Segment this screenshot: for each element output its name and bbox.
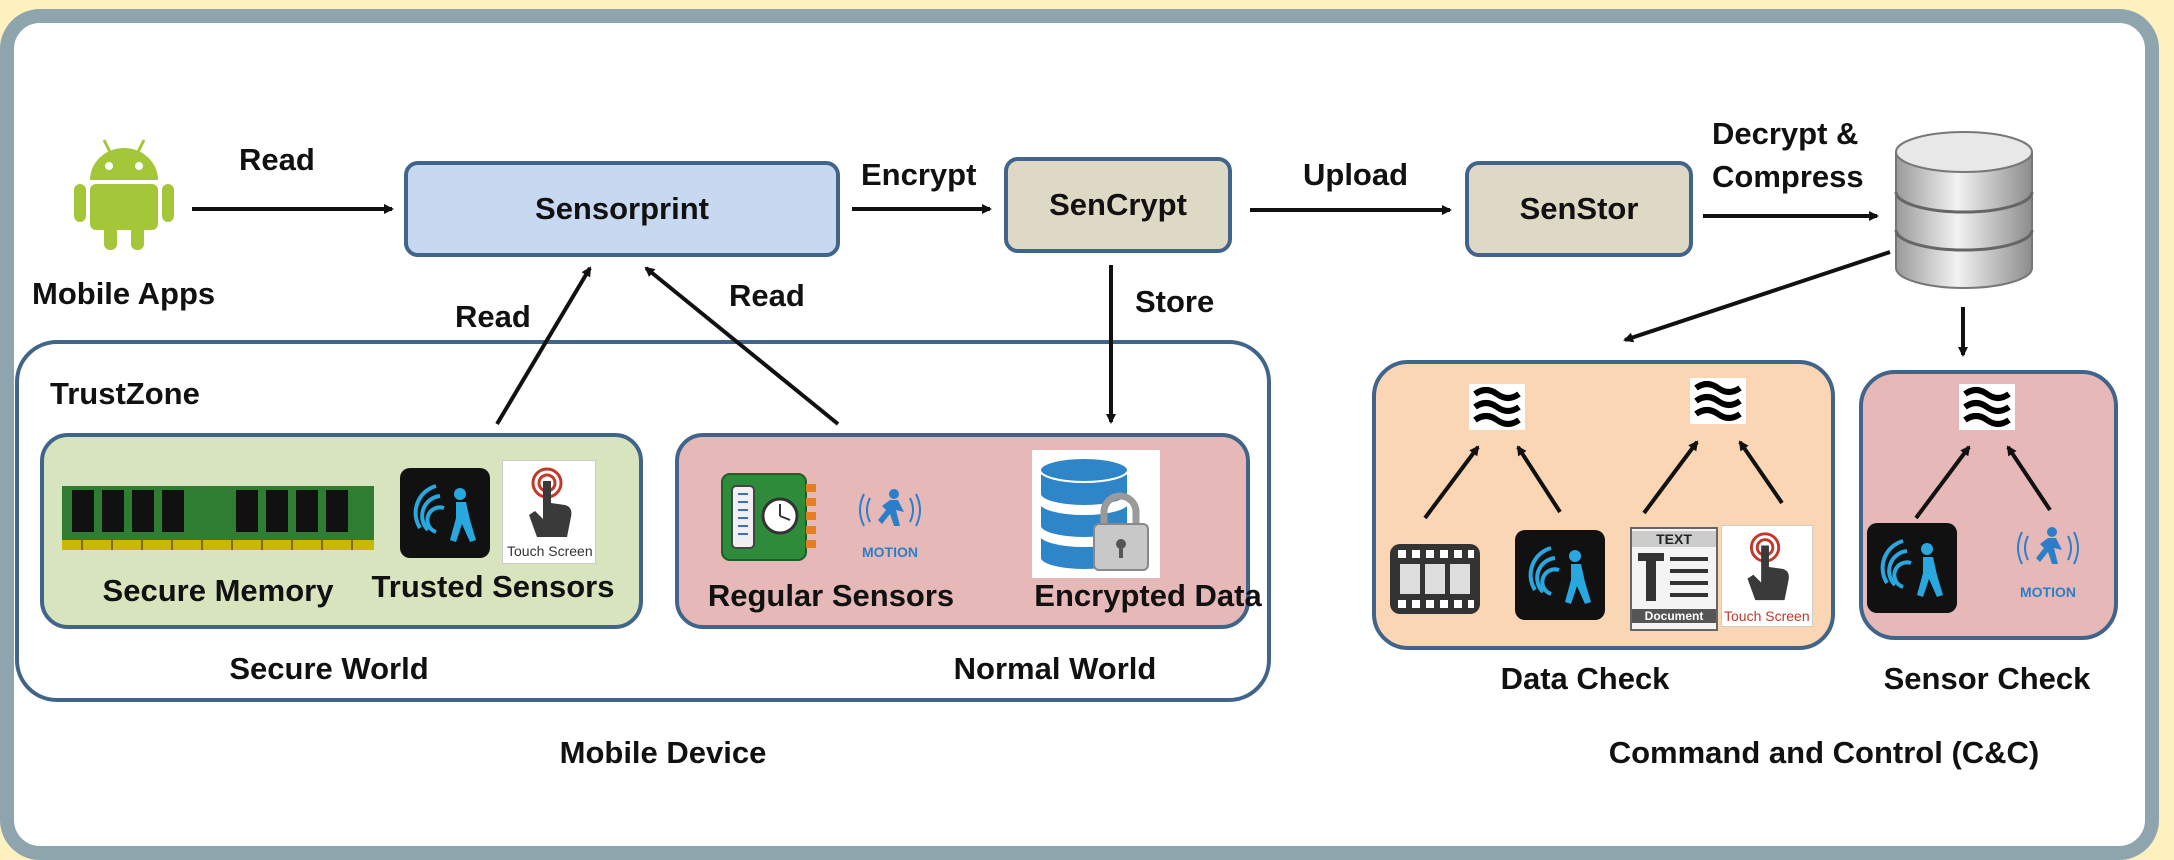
edge-label-read-normal: Read	[729, 278, 805, 313]
trusted-sensor-icon	[1515, 530, 1605, 620]
trusted-sensor-icon	[1867, 523, 1957, 613]
trusted-sensor-icon	[400, 468, 490, 558]
data-check-label: Data Check	[1500, 661, 1670, 696]
sensor-board-icon	[721, 473, 816, 561]
cnc-label: Command and Control (C&C)	[1608, 735, 2040, 770]
motion-icon: MOTION	[2008, 518, 2088, 604]
trustzone-label: TrustZone	[50, 376, 200, 411]
touch-screen-caption: Touch Screen	[507, 543, 593, 559]
trusted-sensors-label: Trusted Sensors	[371, 569, 615, 604]
arrow-sensor-to-wave	[1914, 445, 1971, 520]
sensor-check-label: Sensor Check	[1883, 661, 2091, 696]
arrow-motion-to-wave	[2006, 445, 2052, 512]
edge-label-encrypt: Encrypt	[861, 157, 977, 192]
mobile-apps-label: Mobile Apps	[32, 276, 216, 311]
edge-label-decrypt-compress: Decrypt & Compress	[1712, 116, 1864, 195]
touch-hand-icon	[1747, 532, 1789, 601]
document-caption: Document	[1632, 609, 1716, 623]
database-icon	[1894, 131, 2034, 289]
android-icon	[74, 139, 174, 250]
sensorprint-node: Sensorprint	[404, 161, 840, 257]
edge-label-store: Store	[1135, 284, 1215, 319]
edge-label-read-secure: Read	[455, 299, 531, 334]
touch-screen-icon: Touch Screen	[502, 460, 596, 564]
secure-memory-label: Secure Memory	[102, 573, 334, 608]
senstor-node: SenStor	[1465, 161, 1693, 257]
approx-icon	[1690, 378, 1746, 424]
touch-screen-caption: Touch Screen	[1724, 608, 1810, 624]
sencrypt-node: SenCrypt	[1004, 157, 1232, 253]
edge-label-upload: Upload	[1303, 157, 1409, 192]
normal-world-label: Normal World	[953, 651, 1157, 686]
video-film-icon	[1390, 544, 1480, 614]
secure-memory-icon	[62, 486, 374, 550]
encrypted-data-icon	[1032, 450, 1160, 578]
touch-hand-icon	[529, 467, 572, 537]
arrow-normal-read	[644, 266, 840, 426]
running-person-icon	[2017, 527, 2079, 565]
arrow-film-to-wave	[1423, 445, 1480, 520]
encrypted-data-label: Encrypted Data	[1034, 578, 1262, 613]
regular-sensors-label: Regular Sensors	[707, 578, 955, 613]
arrow-touch-to-wave	[1738, 440, 1784, 505]
motion-caption: MOTION	[862, 544, 918, 560]
edge-label-read-apps: Read	[239, 142, 315, 177]
text-document-icon: TEXT Document	[1630, 527, 1718, 631]
secure-world-label: Secure World	[229, 651, 429, 686]
arrow-secure-read	[495, 266, 592, 426]
arrow-doc-to-wave	[1642, 440, 1699, 515]
arrow-db-to-datacheck	[1623, 250, 1891, 343]
motion-caption: MOTION	[2020, 584, 2076, 600]
text-lines-icon	[1638, 553, 1708, 601]
touch-screen-icon: Touch Screen	[1721, 525, 1813, 627]
text-caption: TEXT	[1632, 531, 1716, 547]
approx-icon	[1469, 384, 1525, 430]
mobile-device-label: Mobile Device	[559, 735, 767, 770]
running-person-icon	[859, 489, 921, 527]
motion-icon: MOTION	[850, 482, 930, 562]
approx-icon	[1959, 384, 2015, 430]
arrow-trusted-to-wave	[1516, 445, 1562, 514]
